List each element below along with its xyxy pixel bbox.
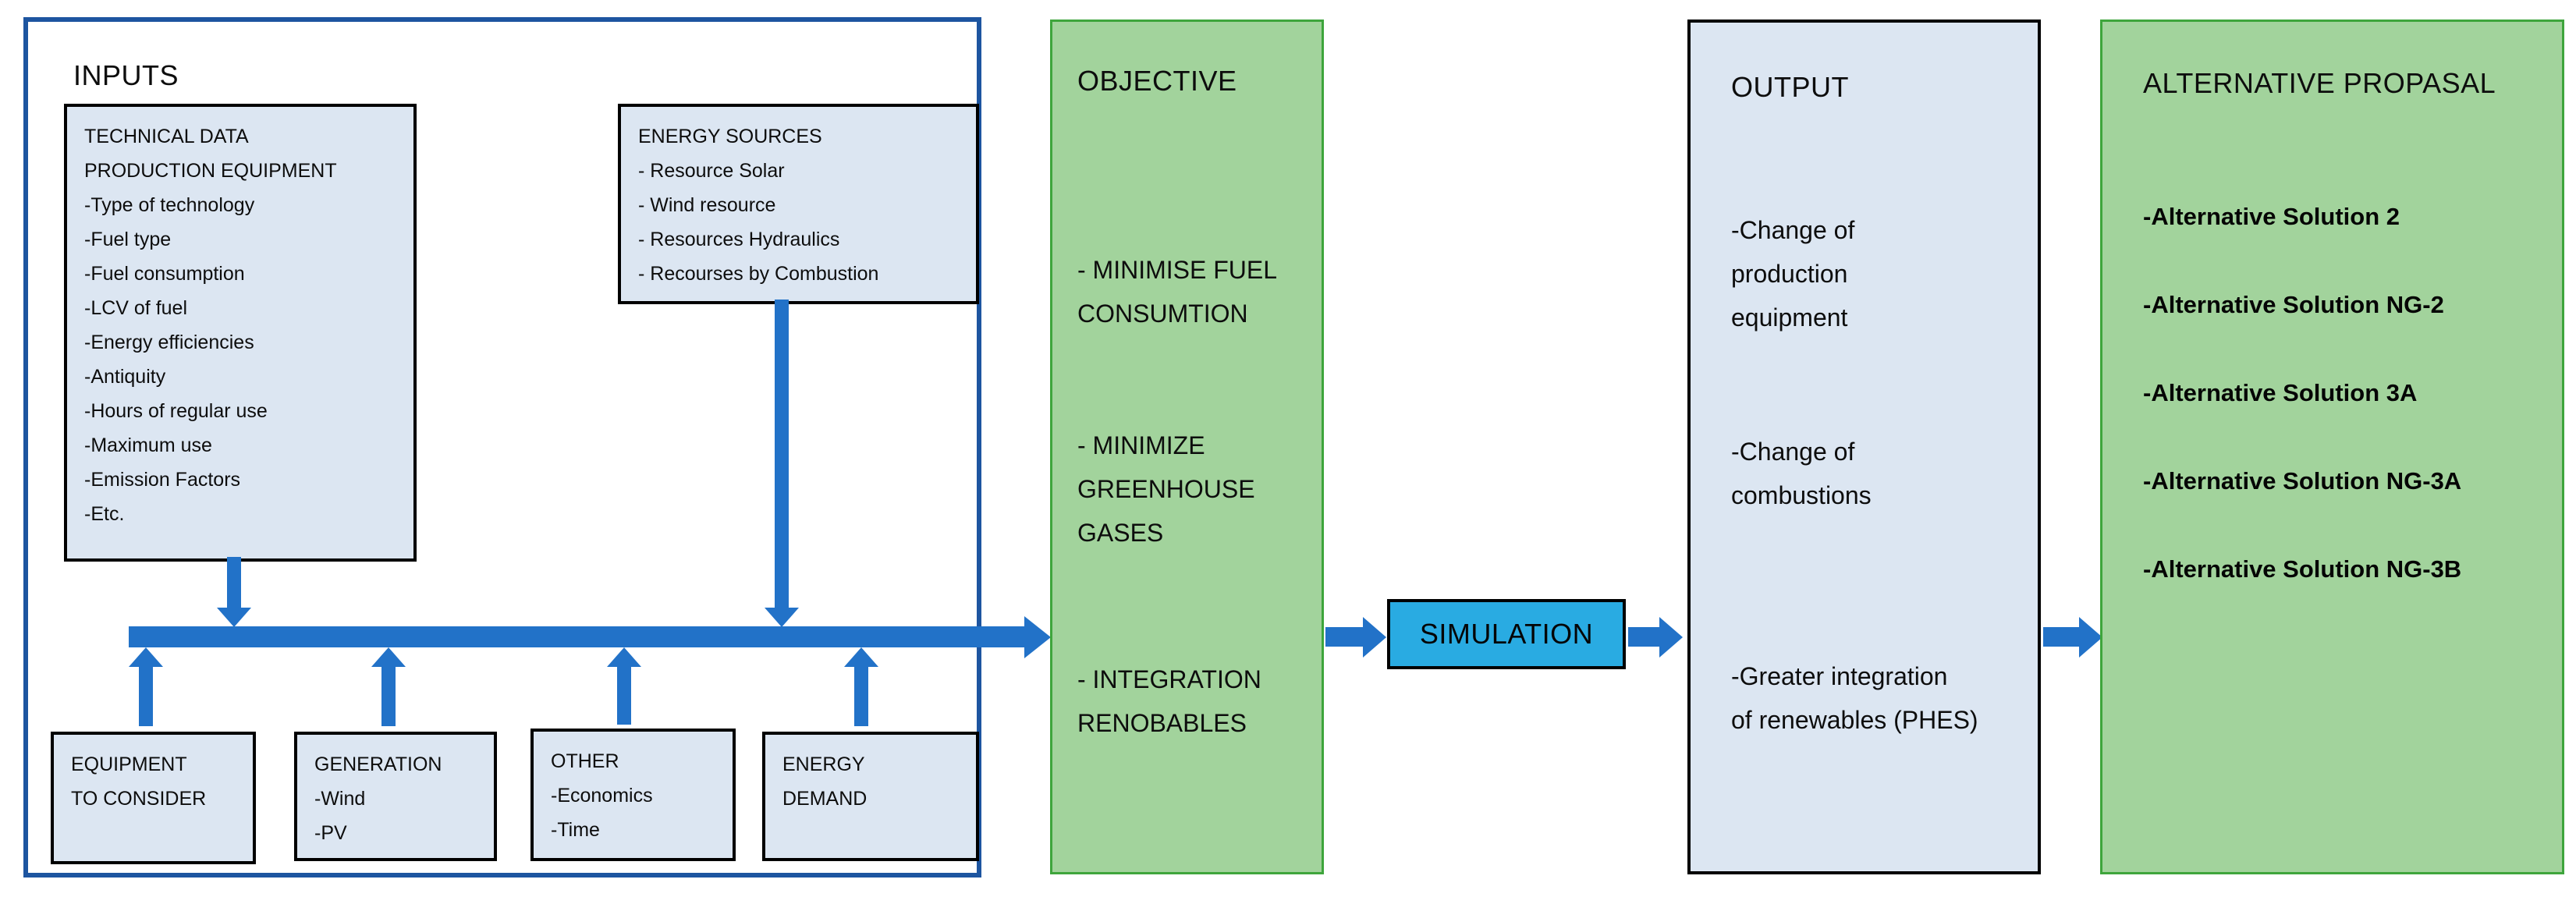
- objective-item-line: - MINIMIZE: [1077, 431, 1205, 459]
- other-up-arrow: [617, 667, 631, 725]
- other-line: OTHER: [551, 750, 619, 772]
- output-item-3: -Greater integration of renewables (PHES): [1731, 654, 1978, 742]
- technical-data-line: -Etc.: [84, 503, 125, 525]
- generation-up-arrowhead-icon: [371, 647, 406, 667]
- technical-data-line: -Hours of regular use: [84, 400, 268, 422]
- technical-data-line: PRODUCTION EQUIPMENT: [84, 160, 337, 182]
- energy-source-line: - Recourses by Combustion: [638, 263, 879, 285]
- output-item-1: -Change of production equipment: [1731, 208, 1854, 339]
- equipment-up-arrow: [139, 667, 153, 726]
- energy-sources-box: ENERGY SOURCES - Resource Solar - Wind res…: [618, 104, 979, 304]
- energy-demand-up-arrow: [854, 667, 868, 726]
- alternative-proposal-title: ALTERNATIVE PROPASAL: [2143, 67, 2496, 99]
- other-lines: OTHER -Economics -Time: [534, 732, 733, 847]
- technical-data-line: -Fuel consumption: [84, 263, 245, 285]
- objective-to-simulation-arrow: [1325, 627, 1363, 647]
- energy-demand-up-arrowhead-icon: [844, 647, 878, 667]
- technical-data-line: -Emission Factors: [84, 469, 241, 491]
- energy-source-line: ENERGY SOURCES: [638, 126, 822, 147]
- equipment-lines: EQUIPMENT TO CONSIDER: [54, 735, 253, 816]
- energy-demand-line: DEMAND: [782, 788, 868, 810]
- technical-data-box: TECHNICAL DATA PRODUCTION EQUIPMENT -Type …: [64, 104, 417, 562]
- simulation-to-output-arrow: [1628, 627, 1659, 647]
- alternative-solutions-list: -Alternative Solution 2 -Alternative Solu…: [2143, 201, 2461, 642]
- alternative-solution-item: -Alternative Solution NG-2: [2143, 291, 2444, 318]
- output-to-alternative-arrow: [2043, 627, 2079, 647]
- other-box: OTHER -Economics -Time: [530, 729, 736, 861]
- alternative-solution-item: -Alternative Solution 2: [2143, 203, 2400, 230]
- output-item-line: combustions: [1731, 481, 1872, 509]
- output-item-line: equipment: [1731, 303, 1848, 332]
- energy-source-line: - Resources Hydraulics: [638, 229, 840, 250]
- equipment-to-consider-box: EQUIPMENT TO CONSIDER: [51, 732, 256, 864]
- objective-item-line: - INTEGRATION: [1077, 665, 1261, 693]
- objective-item-line: GREENHOUSE: [1077, 475, 1255, 503]
- energy-demand-line: ENERGY: [782, 753, 865, 775]
- objective-item-1: - MINIMISE FUEL CONSUMTION: [1077, 248, 1277, 335]
- technical-data-down-arrowhead-icon: [217, 608, 251, 627]
- simulation-box: SIMULATION: [1387, 599, 1626, 669]
- output-title: OUTPUT: [1731, 71, 1849, 103]
- energy-source-line: - Wind resource: [638, 194, 776, 216]
- objective-item-3: - INTEGRATION RENOBABLES: [1077, 658, 1261, 745]
- technical-data-line: -Maximum use: [84, 434, 212, 456]
- alternative-solution-item: -Alternative Solution NG-3B: [2143, 555, 2462, 583]
- alternative-solution-item: -Alternative Solution 3A: [2143, 379, 2418, 406]
- objective-item-line: GASES: [1077, 519, 1164, 547]
- main-bus-arrow: [129, 626, 1024, 647]
- objective-item-line: RENOBABLES: [1077, 709, 1247, 737]
- generation-line: -Wind: [314, 788, 366, 810]
- objective-item-line: CONSUMTION: [1077, 300, 1248, 328]
- objective-to-simulation-arrowhead-icon: [1363, 617, 1386, 658]
- energy-sources-down-arrowhead-icon: [765, 608, 799, 627]
- technical-data-line: TECHNICAL DATA: [84, 126, 249, 147]
- output-panel: OUTPUT -Change of production equipment -Ch…: [1687, 20, 2041, 874]
- generation-up-arrow: [381, 667, 396, 726]
- other-line: -Economics: [551, 785, 653, 807]
- other-up-arrowhead-icon: [607, 647, 641, 667]
- equipment-line: EQUIPMENT: [71, 753, 187, 775]
- simulation-to-output-arrowhead-icon: [1659, 617, 1683, 658]
- other-line: -Time: [551, 819, 600, 841]
- technical-data-line: -Antiquity: [84, 366, 166, 388]
- technical-data-line: -Type of technology: [84, 194, 255, 216]
- inputs-panel: INPUTS TECHNICAL DATA PRODUCTION EQUIPMEN…: [23, 17, 981, 878]
- simulation-label: SIMULATION: [1419, 618, 1594, 650]
- output-to-alternative-arrowhead-icon: [2079, 617, 2102, 658]
- objective-item-2: - MINIMIZE GREENHOUSE GASES: [1077, 424, 1255, 555]
- generation-line: -PV: [314, 822, 347, 844]
- inputs-title: INPUTS: [73, 59, 179, 91]
- technical-data-line: -Energy efficiencies: [84, 332, 254, 353]
- output-item-line: -Change of: [1731, 438, 1855, 466]
- technical-data-line: -Fuel type: [84, 229, 172, 250]
- energy-sources-lines: ENERGY SOURCES - Resource Solar - Wind res…: [621, 107, 976, 291]
- output-item-line: of renewables (PHES): [1731, 706, 1978, 734]
- output-item-2: -Change of combustions: [1731, 430, 1872, 517]
- equipment-up-arrowhead-icon: [129, 647, 163, 667]
- energy-sources-down-arrow: [775, 300, 789, 608]
- main-bus-arrowhead-icon: [1024, 616, 1051, 658]
- equipment-line: TO CONSIDER: [71, 788, 207, 810]
- energy-demand-lines: ENERGY DEMAND: [765, 735, 976, 816]
- objective-panel: OBJECTIVE - MINIMISE FUEL CONSUMTION - MI…: [1050, 20, 1324, 874]
- generation-box: GENERATION -Wind -PV: [294, 732, 497, 861]
- generation-line: GENERATION: [314, 753, 442, 775]
- energy-source-line: - Resource Solar: [638, 160, 785, 182]
- output-item-line: -Greater integration: [1731, 662, 1948, 690]
- objective-title: OBJECTIVE: [1077, 65, 1237, 97]
- energy-demand-box: ENERGY DEMAND: [762, 732, 979, 861]
- technical-data-down-arrow: [227, 557, 241, 608]
- objective-item-line: - MINIMISE FUEL: [1077, 256, 1278, 284]
- output-item-line: -Change of: [1731, 216, 1855, 244]
- alternative-solution-item: -Alternative Solution NG-3A: [2143, 467, 2462, 495]
- technical-data-line: -LCV of fuel: [84, 297, 188, 319]
- output-item-line: production: [1731, 260, 1848, 288]
- technical-data-lines: TECHNICAL DATA PRODUCTION EQUIPMENT -Type …: [67, 107, 413, 531]
- generation-lines: GENERATION -Wind -PV: [297, 735, 494, 850]
- alternative-proposal-panel: ALTERNATIVE PROPASAL -Alternative Soluti…: [2100, 20, 2564, 874]
